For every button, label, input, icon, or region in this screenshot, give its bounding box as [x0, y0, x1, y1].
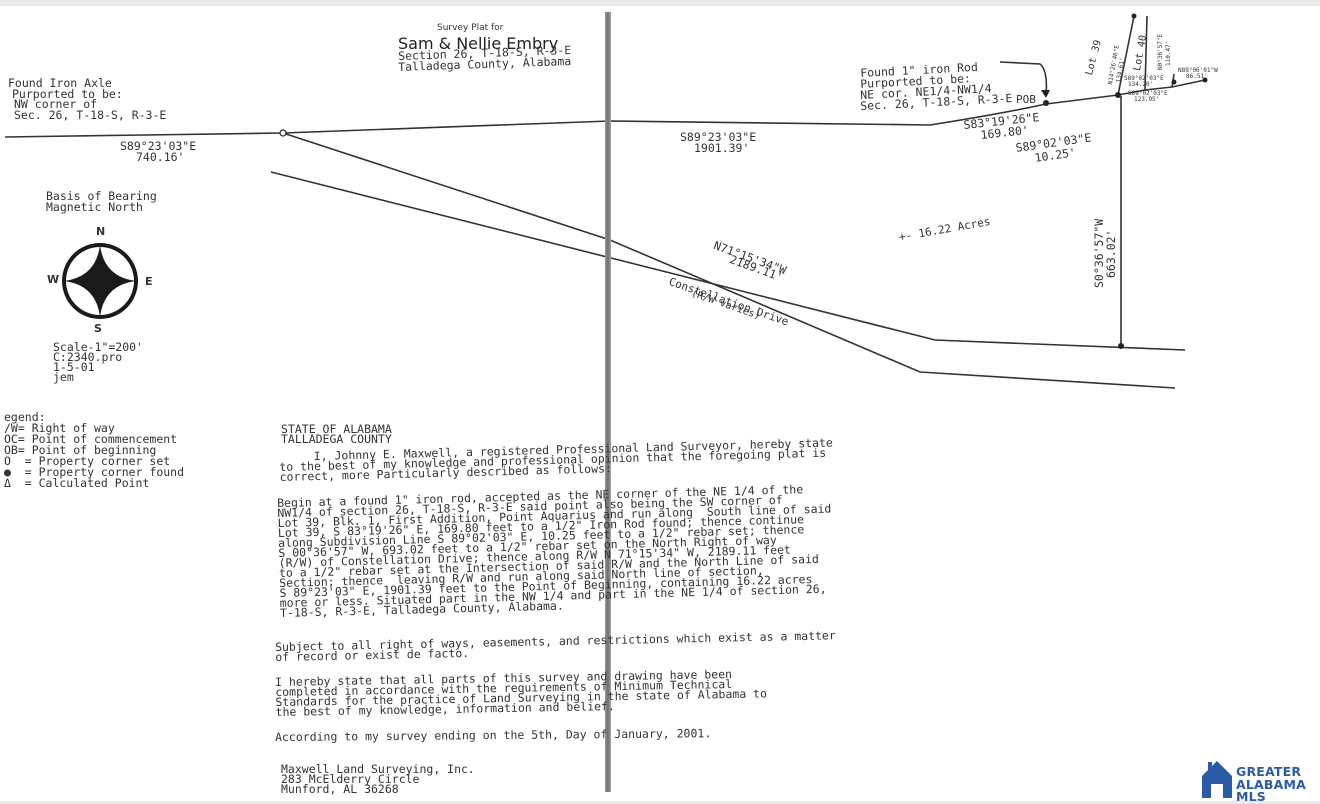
compass-n: N [96, 225, 106, 238]
road-south-rw [282, 132, 1176, 389]
house-icon [1202, 761, 1232, 798]
east-distance: 663.02' [1104, 229, 1118, 278]
west-distance: 740.16' [136, 150, 185, 164]
basis-line-2: Magnetic North [46, 200, 143, 214]
plat-owner: Sam & Nellie Embry [398, 34, 559, 53]
compass-s: S [94, 322, 102, 335]
cert-state: STATE OF ALABAMA [281, 422, 392, 436]
logo-line-1: GREATER [1236, 764, 1302, 779]
ne-label-5d: 123.95' [1134, 96, 1160, 103]
road-north-rw [270, 171, 1186, 351]
plat-label: Survey Plat for [437, 23, 504, 33]
axle-marker [279, 129, 287, 137]
west-bearing: S89°23'03"E [120, 139, 197, 153]
compass-w: W [47, 273, 60, 286]
compass-e: E [145, 275, 153, 288]
lot-line-north-2 [1144, 15, 1148, 91]
ne-label-4: S89°02'03"E [1124, 75, 1164, 82]
pob-marker [1043, 100, 1049, 106]
logo-line-3: MLS [1236, 789, 1267, 804]
logo-line-2: ALABAMA [1236, 777, 1307, 792]
greater-alabama-mls-logo: GREATER ALABAMA MLS [1200, 758, 1318, 804]
ne-label-3d: 86.51' [1186, 73, 1208, 80]
north-arrow-icon [60, 238, 140, 324]
scan-edge-bottom [0, 801, 1320, 804]
page-fold [605, 12, 611, 792]
ne-label-3: N89°06'01"W [1178, 67, 1218, 74]
se-corner-marker [1118, 343, 1124, 349]
ne-corner-marker [1115, 92, 1121, 98]
north-distance: 1901.39' [694, 141, 750, 155]
north-section-line [4, 94, 1119, 138]
basis-line-1: Basis of Bearing [46, 189, 157, 203]
scan-edge-top [0, 0, 1320, 6]
north-bearing: S89°23'03"E [680, 130, 757, 144]
ne-label-2: N0°36'57"E [1157, 33, 1164, 70]
ne-label-5: S89°02'03"E [1128, 90, 1168, 97]
ne-label-4d: 134.20' [1128, 81, 1154, 88]
pob-label: POB [1016, 93, 1036, 106]
ne-label-2d: 110.47' [1165, 40, 1172, 66]
lot-line-north [1117, 15, 1135, 96]
cert-county: TALLADEGA COUNTY [281, 432, 392, 446]
